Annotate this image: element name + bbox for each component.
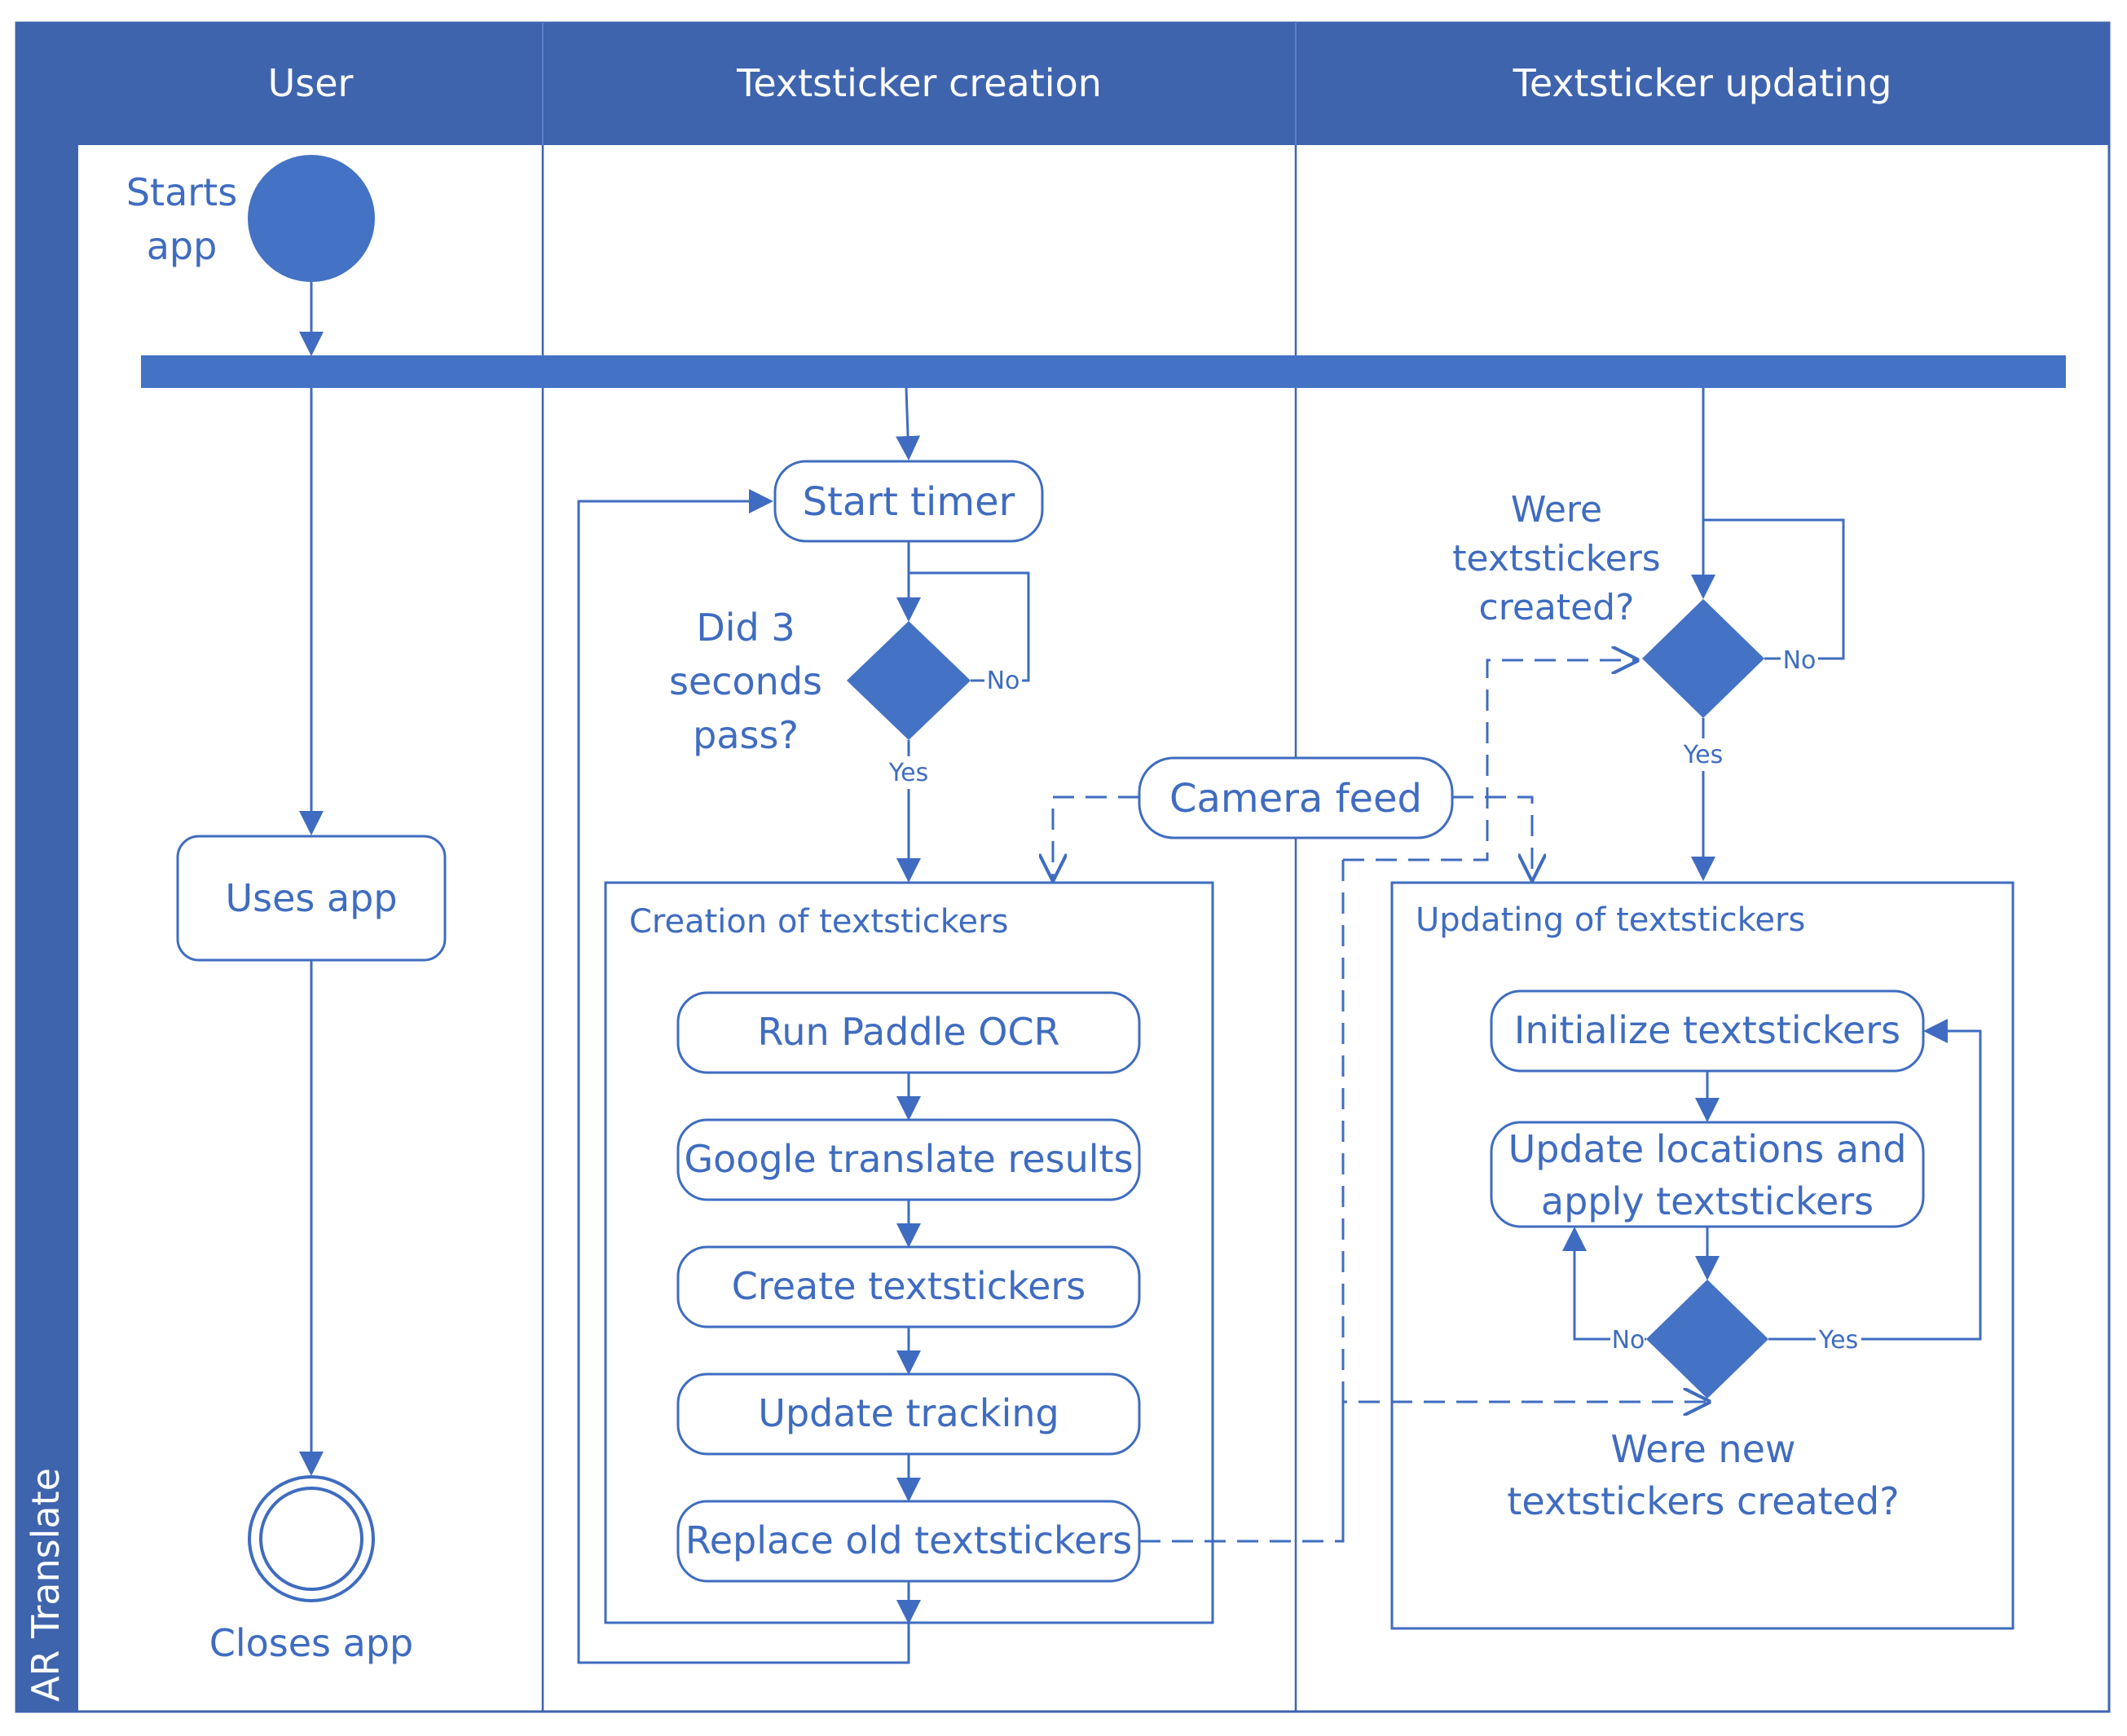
timer-loop-back bbox=[577, 489, 910, 1664]
creation-lane: Start timer Did 3 seconds pass? No Yes C… bbox=[577, 387, 1214, 1664]
pool-side-bar bbox=[16, 23, 78, 1712]
end-node-inner bbox=[259, 1487, 363, 1591]
start-label-line2: app bbox=[147, 224, 218, 268]
camera-to-updating-flow bbox=[1452, 795, 1532, 879]
did-3-seconds-line3: pass? bbox=[693, 713, 799, 757]
closes-app-label: Closes app bbox=[209, 1621, 413, 1665]
did-3-seconds-line2: seconds bbox=[669, 659, 822, 703]
lane-header-updating: Textsticker updating bbox=[1513, 61, 1892, 105]
translate-label: Google translate results bbox=[684, 1137, 1133, 1181]
update-locations-line1: Update locations and bbox=[1508, 1127, 1907, 1171]
update-tracking-label: Update tracking bbox=[758, 1391, 1059, 1435]
replace-stickers-label: Replace old textstickers bbox=[685, 1518, 1132, 1562]
fork-bar bbox=[141, 355, 2066, 388]
updating-group bbox=[1390, 881, 2015, 1630]
uses-app-label: Uses app bbox=[225, 876, 397, 920]
camera-to-creation-flow bbox=[1053, 795, 1139, 879]
were-created-line1: Were bbox=[1511, 489, 1602, 531]
replace-to-new-decision-flow bbox=[1139, 1402, 1708, 1543]
were-stickers-created-decision bbox=[1642, 599, 1764, 718]
did-3-seconds-decision bbox=[847, 621, 971, 740]
new-yes-flow bbox=[1768, 1019, 1982, 1341]
lane-header-bar bbox=[78, 23, 2109, 145]
updating-no-label: No bbox=[1783, 646, 1817, 675]
timer-no-label: No bbox=[987, 667, 1020, 695]
new-yes-label: Yes bbox=[1818, 1326, 1858, 1355]
user-lane: Starts app Uses app Closes app bbox=[126, 155, 447, 1665]
pool-label: AR Translate bbox=[24, 1468, 68, 1702]
timer-yes-label: Yes bbox=[888, 759, 928, 787]
start-node bbox=[248, 155, 375, 282]
were-new-line2: textstickers created? bbox=[1507, 1479, 1899, 1523]
were-new-line1: Were new bbox=[1611, 1427, 1796, 1471]
were-created-line3: created? bbox=[1479, 587, 1635, 628]
updating-yes-label: Yes bbox=[1683, 741, 1723, 769]
lane-header-creation: Textsticker creation bbox=[736, 61, 1102, 105]
updating-lane: Were textstickers created? No Yes Updati… bbox=[1390, 388, 2015, 1630]
did-3-seconds-line1: Did 3 bbox=[696, 606, 795, 650]
updating-group-title: Updating of textstickers bbox=[1416, 901, 1805, 939]
start-timer-label: Start timer bbox=[803, 479, 1015, 525]
camera-feed-group: Camera feed bbox=[1053, 660, 1708, 1543]
camera-feed-label: Camera feed bbox=[1169, 776, 1422, 822]
create-stickers-label: Create textstickers bbox=[732, 1264, 1086, 1308]
new-no-label: No bbox=[1612, 1326, 1645, 1355]
were-created-line2: textstickers bbox=[1452, 538, 1660, 579]
initialize-label: Initialize textstickers bbox=[1514, 1008, 1900, 1052]
start-label-line1: Starts bbox=[126, 170, 237, 214]
were-new-created-decision bbox=[1646, 1280, 1768, 1399]
update-locations-line2: apply textstickers bbox=[1541, 1179, 1874, 1223]
lane-header-user: User bbox=[268, 61, 354, 105]
run-ocr-label: Run Paddle OCR bbox=[757, 1010, 1059, 1054]
creation-group-title: Creation of textstickers bbox=[629, 903, 1008, 941]
camera-to-decision-flow bbox=[1343, 660, 1636, 861]
